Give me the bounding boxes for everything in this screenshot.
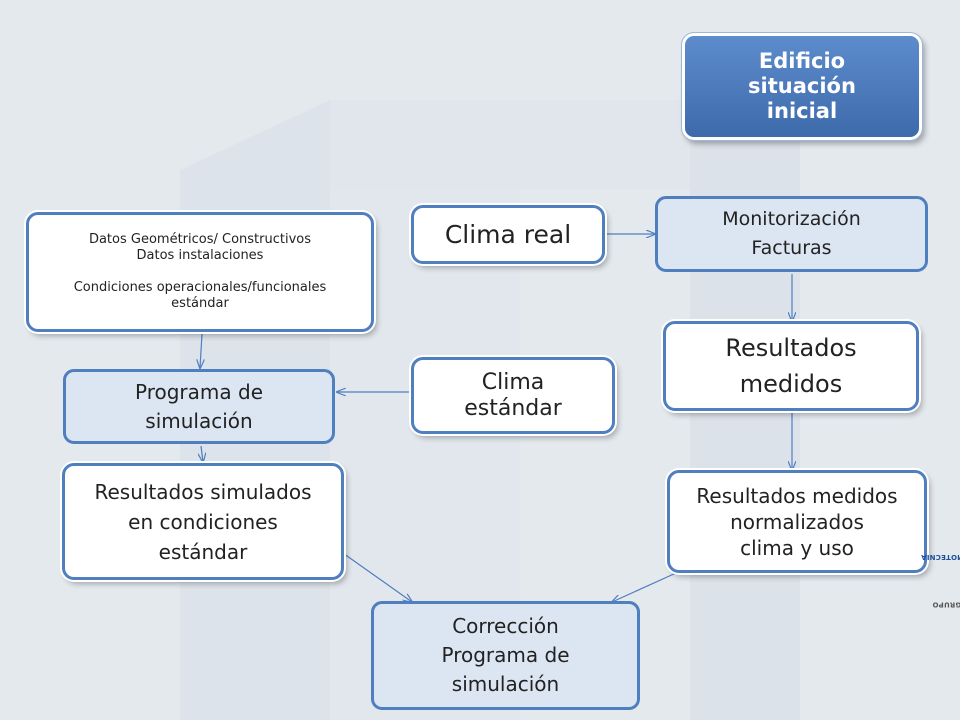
node-resultados-normalizados: Resultados medidos normalizados clima y … [667,470,927,573]
grupo-termotecnia-watermark: ©GRUPO TERMOTECNIA [921,520,960,630]
node-edificio-situacion-inicial: Edificio situación inicial [681,32,923,141]
node-correccion-programa: Corrección Programa de simulación [371,601,640,710]
node-resultados-medidos: Resultados medidos [663,321,919,411]
watermark-brand: TERMOTECNIA [920,552,960,561]
background-shape-top [330,100,690,190]
node-programa-de-simulacion: Programa de simulación [63,369,335,444]
node-monitorizacion-facturas: Monitorización Facturas [655,196,928,272]
node-datos-geometricos: Datos Geométricos/ Constructivos Datos i… [26,212,374,332]
node-clima-real: Clima real [411,205,605,264]
node-clima-estandar: Clima estándar [411,357,615,434]
watermark-prefix: ©GRUPO [931,600,960,609]
node-resultados-simulados: Resultados simulados en condiciones está… [62,463,344,580]
